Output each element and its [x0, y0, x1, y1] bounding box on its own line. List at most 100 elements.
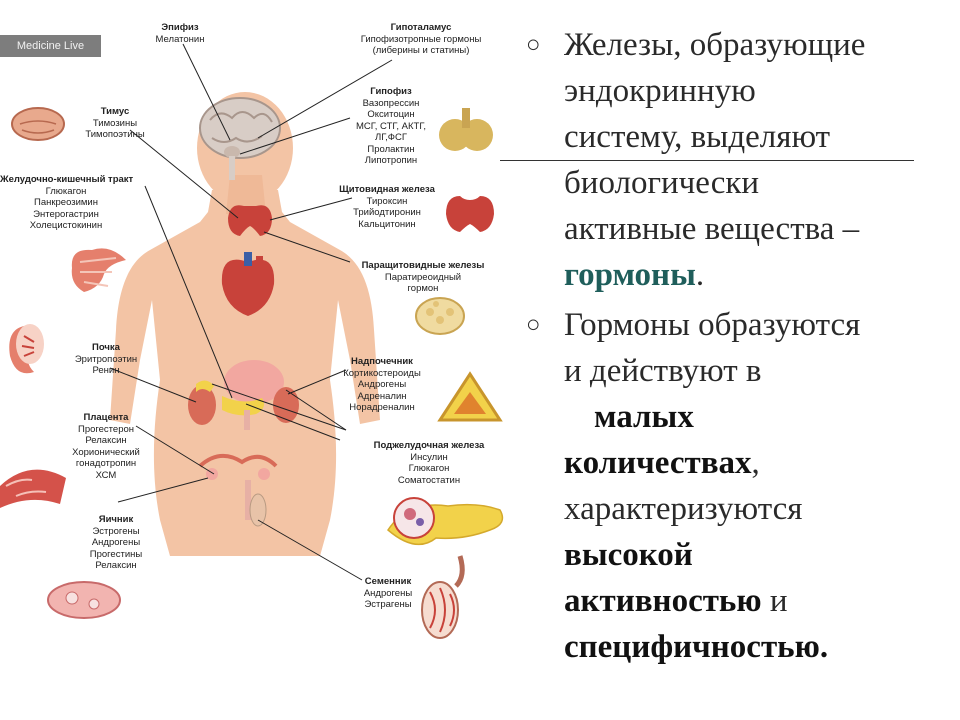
label-placenta-item: Прогестерон [77, 423, 135, 435]
label-ovary-item: Релаксин [95, 560, 137, 571]
label-ovary-item: Андрогены [91, 537, 141, 548]
thyroid-side-illustration [446, 196, 494, 232]
p1-line6: гормоны. [564, 252, 950, 298]
p2-line6: высокой [564, 532, 950, 578]
label-placenta: Плацента Прогестерон Релаксин Хорионичес… [56, 412, 156, 481]
p1-line4: биологически [564, 165, 760, 201]
label-parathyroid-title: Паращитовидные железы [361, 260, 485, 271]
p1-end: . [695, 257, 705, 293]
kidney-illustration [9, 324, 44, 374]
label-gi-tract-item: Энтерогастрин [33, 208, 99, 220]
label-thymus-title: Тимус [100, 106, 130, 117]
label-adrenal-item: Кортикостероиды [343, 367, 421, 379]
label-thymus-item: Тимозины [92, 117, 138, 129]
label-epiphysis-title: Эпифиз [161, 22, 199, 33]
bullet-circle-icon: ○ [526, 32, 541, 58]
label-adrenal-item: Норадреналин [349, 402, 415, 413]
term-high: высокой [564, 537, 693, 573]
label-thyroid-item: Кальцитонин [358, 218, 416, 230]
p2-and: и [761, 583, 788, 619]
label-thymus: Тимус Тимозины Тимопоэтины [80, 106, 150, 141]
label-testis-item: Эстрагены [364, 599, 412, 610]
label-hypophysis-item: Вазопрессин [362, 97, 420, 109]
label-gi-tract-item: Холецистокинин [29, 220, 103, 231]
label-pancreas-item: Соматостатин [397, 474, 461, 486]
label-adrenal-item: Андрогены [357, 379, 407, 390]
label-hypophysis: Гипофиз Вазопрессин Окситоцин МСГ, СТГ, … [346, 86, 436, 167]
label-kidney-item: Эритропоэтин [74, 353, 138, 365]
p2-line5: характеризуются [564, 491, 803, 527]
label-adrenal-item: Адреналин [357, 390, 407, 402]
term-quantities: количествах [564, 445, 752, 481]
bullet-circle-icon: ○ [526, 312, 541, 338]
label-ovary-item: Эстрогены [92, 525, 140, 537]
p1-line1: Железы, образующие [564, 27, 866, 63]
thymus-illustration [11, 107, 65, 141]
text-panel: ○ Железы, образующие эндокринную систему… [520, 22, 950, 670]
label-placenta-item: Релаксин [85, 435, 127, 446]
brain-illustration [199, 97, 281, 180]
label-thyroid: Щитовидная железа Тироксин Трийодтиронин… [328, 184, 446, 230]
label-thyroid-item: Трийодтиронин [353, 207, 421, 218]
label-pancreas-item: Инсулин [410, 451, 448, 463]
label-parathyroid: Паращитовидные железы Паратиреоидный гор… [346, 260, 500, 295]
bullet-hormones: ○ Гормоны образуются и действуют в малых… [520, 302, 950, 670]
p2-line8: специфичностью. [564, 624, 950, 670]
p1-line2: эндокринную [564, 73, 756, 109]
label-hypophysis-item: Пролактин [367, 143, 415, 155]
label-adrenal: Надпочечник Кортикостероиды Андрогены Ад… [330, 356, 434, 414]
label-hypothalamus-item: Гипофизотропные гормоны [360, 33, 482, 45]
label-hypophysis-item: Липотропин [364, 155, 418, 166]
endocrine-diagram [0, 43, 504, 639]
label-pancreas-item: Глюкагон [408, 463, 450, 474]
label-adrenal-title: Надпочечник [351, 356, 413, 367]
heart-illustration [221, 252, 275, 316]
label-gi-tract-item: Глюкагон [45, 185, 87, 197]
parathyroid-illustration [415, 297, 465, 335]
label-thymus-item: Тимопоэтины [85, 129, 145, 140]
label-pancreas: Поджелудочная железа Инсулин Глюкагон Со… [354, 440, 504, 486]
label-placenta-item: гонадотропин [75, 458, 137, 469]
p2-line1: Гормоны образуются [564, 307, 861, 343]
p2-line2: и действуют в [564, 353, 762, 389]
label-kidney-item: Ренин [92, 365, 120, 376]
p2-line4: количествах, [564, 440, 950, 486]
label-placenta-item: Хорионический [72, 446, 140, 458]
label-gi-tract-title: Желудочно-кишечный тракт [0, 174, 134, 185]
p1-line5: активные вещества – [564, 211, 860, 247]
label-thyroid-item: Тироксин [366, 195, 408, 207]
divider-line [500, 160, 914, 161]
label-epiphysis-item: Мелатонин [155, 33, 205, 45]
bullet-glands: ○ Железы, образующие эндокринную систему… [520, 22, 950, 298]
testis-illustration [421, 555, 465, 639]
label-ovary: Яичник Эстрогены Андрогены Прогестины Ре… [78, 514, 154, 572]
label-placenta-title: Плацента [83, 412, 129, 423]
term-activity: активностью [564, 583, 762, 619]
hypophysis-illustration [439, 108, 493, 151]
gi-tract-illustration [71, 248, 126, 292]
pancreas-illustration [387, 497, 504, 546]
term-hormones: гормоны [564, 257, 696, 293]
placenta-illustration [0, 469, 66, 508]
adrenal-illustration [437, 371, 503, 422]
label-hypothalamus: Гипоталамус Гипофизотропные гормоны (либ… [350, 22, 492, 57]
label-parathyroid-item: Паратиреоидный [384, 271, 462, 283]
leader-lines [109, 43, 393, 581]
term-small: малых [594, 399, 694, 435]
label-gi-tract-item: Панкреозимин [33, 197, 98, 208]
label-hypothalamus-item: (либерины и статины) [372, 45, 470, 56]
abdominal-organs [188, 360, 299, 527]
label-testis-title: Семенник [364, 576, 412, 587]
label-parathyroid-item: гормон [407, 283, 439, 294]
label-kidney: Почка Эритропоэтин Ренин [66, 342, 146, 377]
ovary-illustration [47, 581, 121, 619]
label-epiphysis: Эпифиз Мелатонин [147, 22, 213, 45]
term-specificity: специфичностью. [564, 629, 829, 665]
label-kidney-title: Почка [92, 342, 120, 353]
label-hypothalamus-title: Гипоталамус [390, 22, 452, 33]
p2-line7: активностью и [564, 578, 950, 624]
p2-comma: , [751, 445, 760, 481]
label-thyroid-title: Щитовидная железа [339, 184, 435, 195]
label-hypophysis-item: МСГ, СТГ, АКТГ, [356, 120, 426, 132]
watermark: Medicine Live [0, 35, 101, 57]
